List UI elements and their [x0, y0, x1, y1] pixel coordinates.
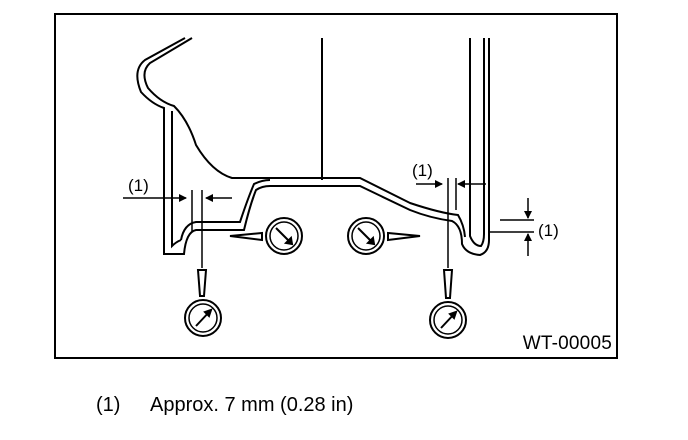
figure-code: WT-00005 — [522, 333, 612, 354]
dial-gauge-icon — [429, 269, 467, 339]
callout-label-right: (1) — [538, 221, 559, 240]
dial-gauge-icon — [184, 269, 222, 337]
dimension-callout-left — [123, 190, 232, 268]
wheel-rim-section — [136, 37, 490, 257]
callout-label-left: (1) — [128, 176, 149, 195]
dimension-callout-right — [490, 198, 534, 256]
callout-label-top: (1) — [412, 161, 433, 180]
caption: (1) Approx. 7 mm (0.28 in) — [96, 393, 353, 417]
dial-gauge-icon — [347, 217, 421, 255]
figure-frame — [54, 13, 618, 359]
dial-gauge-icon — [229, 217, 303, 255]
caption-marker: (1) — [96, 394, 121, 416]
caption-text: Approx. 7 mm (0.28 in) — [150, 394, 354, 416]
dimension-callout-top — [416, 178, 486, 268]
